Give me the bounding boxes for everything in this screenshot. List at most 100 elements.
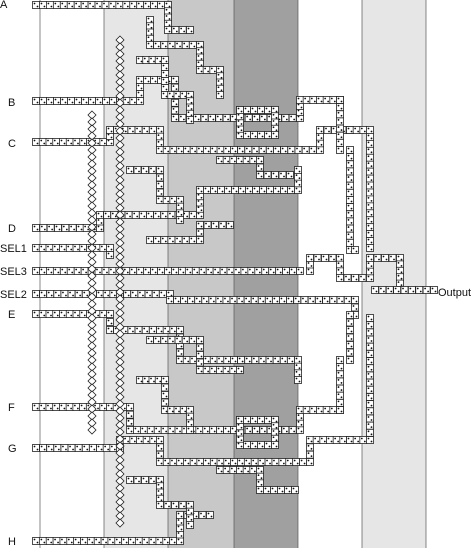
qca-cell-dot (269, 300, 272, 303)
qca-cell-dot (172, 340, 174, 343)
route-merge (346, 126, 354, 134)
qca-cell-dot (123, 407, 126, 410)
qca-cell-dot (62, 291, 64, 294)
qca-cell-dot (400, 277, 403, 280)
qca-cell-dot (33, 445, 36, 448)
qca-cell-dot (234, 150, 237, 153)
qca-cell-dot (337, 357, 340, 360)
qca-cell-dot (367, 322, 370, 325)
qca-cell-dot (47, 445, 50, 448)
qca-cell-dot (196, 427, 199, 430)
qca-cell-dot (162, 92, 165, 95)
wire-sel2 (351, 303, 359, 312)
wire-b (171, 106, 179, 115)
wire-c (230, 146, 238, 154)
qca-cell-dot (50, 101, 53, 104)
qca-cell-dot (300, 118, 303, 121)
qca-cell-dot (231, 357, 234, 360)
qca-cell-dot (190, 417, 193, 420)
qca-cell-dot (240, 110, 243, 113)
qca-cell-dot (190, 505, 193, 508)
qca-cell-dot (172, 45, 174, 48)
qca-cell-dot (212, 300, 215, 303)
wire-b (109, 97, 117, 105)
qca-cell-dot (160, 440, 163, 443)
wire-d (210, 186, 218, 194)
qca-cell-dot (363, 130, 366, 133)
wire-g (156, 458, 164, 466)
wire-e (223, 356, 232, 364)
qca-cell-dot (142, 294, 144, 297)
wire-b (32, 97, 40, 105)
qca-cell-dot (256, 118, 259, 121)
qca-cell-dot (97, 248, 100, 251)
qca-cell-dot (156, 294, 159, 297)
qca-cell-dot (237, 120, 240, 122)
qca-cell-dot (182, 118, 185, 121)
wire-sel1 (38, 244, 47, 252)
route-merge (366, 414, 374, 423)
qca-cell-dot (74, 139, 76, 142)
wire-c (156, 132, 164, 141)
qca-cell-dot (251, 442, 254, 445)
route-lower (156, 501, 164, 509)
route-lower (250, 441, 258, 449)
route-upper (243, 106, 251, 114)
qca-cell-dot (162, 385, 165, 387)
qca-cell-dot (224, 157, 227, 160)
qca-cell-dot (255, 462, 258, 465)
qca-cell-dot (225, 187, 228, 190)
route-upper (257, 131, 265, 139)
qca-cell-dot (100, 215, 103, 218)
qca-cell-dot (197, 345, 200, 347)
wire-sel3 (171, 267, 179, 275)
wire-h (141, 537, 150, 545)
qca-cell-dot (370, 390, 373, 393)
wire-d (138, 211, 147, 219)
wire-a (122, 1, 131, 9)
qca-cell-dot (167, 200, 170, 203)
qca-cell-dot (160, 499, 163, 502)
qca-cell-dot (190, 108, 193, 110)
route-merge (359, 436, 368, 444)
wire-g (81, 444, 90, 452)
wire-sel3 (396, 273, 404, 282)
qca-cell-dot (144, 437, 147, 440)
qca-cell-dot (272, 107, 275, 110)
wire-sel2 (215, 296, 224, 304)
qca-cell-dot (115, 538, 118, 541)
qca-cell-dot (70, 225, 73, 228)
qca-cell-dot (263, 190, 266, 193)
qca-cell-dot (272, 113, 275, 116)
qca-cell-dot (224, 115, 227, 118)
wire-g (136, 436, 144, 444)
qca-cell-dot (246, 427, 249, 430)
qca-cell-dot (292, 487, 295, 490)
qca-cell-dot (187, 522, 190, 525)
qca-cell-dot (146, 291, 148, 294)
qca-cell-dot (249, 118, 252, 121)
route-upper (271, 171, 279, 179)
wire-sel3 (388, 254, 397, 262)
qca-cell-dot (36, 271, 39, 274)
qca-cell-dot (210, 367, 213, 370)
qca-cell-dot (176, 42, 178, 45)
qca-cell-dot (230, 467, 233, 470)
route-merge (366, 385, 374, 394)
route-upper (176, 196, 184, 204)
wire-sel3 (296, 267, 304, 275)
qca-cell-dot (317, 134, 320, 137)
qca-cell-dot (273, 297, 276, 300)
qca-cell-dot (337, 97, 340, 100)
qca-cell-dot (186, 215, 189, 218)
wire-sel3 (177, 267, 186, 275)
qca-cell-dot (61, 538, 63, 541)
wire-sel3 (366, 254, 374, 262)
qca-cell-dot (43, 142, 46, 145)
qca-cell-dot (197, 367, 200, 370)
qca-cell-dot (347, 161, 350, 164)
qca-cell-dot (47, 538, 50, 541)
qca-cell-dot (132, 130, 134, 133)
qca-cell-dot (83, 248, 86, 251)
qca-cell-dot (247, 110, 250, 113)
